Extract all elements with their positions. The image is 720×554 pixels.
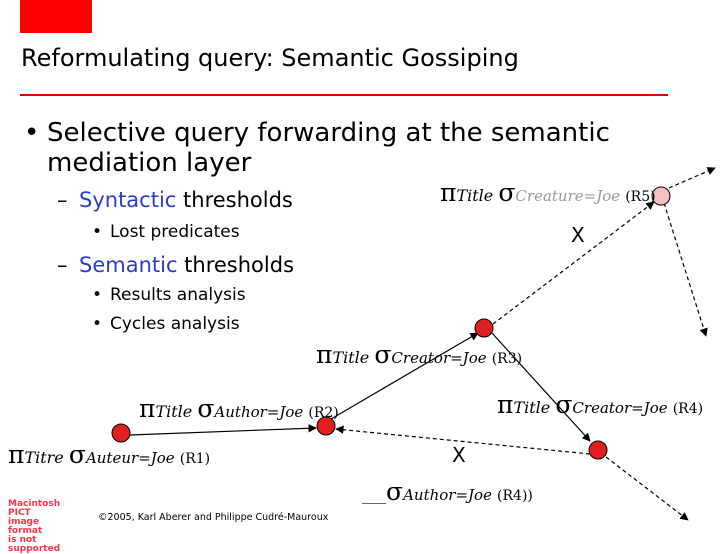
projection: Titre: [24, 448, 64, 467]
query-r5: πTitle σCreature=Joe (R5): [440, 178, 656, 207]
sigma-symbol: σ: [555, 390, 573, 419]
pict-placeholder-image: Macintosh PICT image format is not suppo…: [8, 499, 61, 554]
projection: Title: [155, 402, 193, 421]
title-accent-block: [20, 0, 92, 33]
edge-r5-out: [668, 167, 716, 189]
sub-sub-bullet-dot: •: [92, 314, 103, 334]
pi-symbol: π: [8, 440, 25, 469]
sub-sub-bullet-dot: •: [92, 222, 103, 242]
condition: Author=Joe: [214, 403, 304, 421]
condition: Creator=Joe: [391, 349, 487, 367]
lost-predicates-item: Lost predicates: [110, 222, 240, 242]
pi-symbol: π: [139, 394, 156, 423]
main-bullet-line2: mediation layer: [47, 148, 252, 178]
query-label: (R4)): [497, 488, 533, 504]
main-bullet-dot: •: [24, 118, 40, 148]
query-r1: πTitre σAuteur=Joe (R1): [8, 440, 210, 469]
syntactic-thresholds: Syntactic thresholds: [79, 188, 293, 212]
sigma-symbol: σ: [197, 394, 215, 423]
sub-sub-bullet-dot: •: [92, 285, 103, 305]
sigma-symbol: σ: [68, 440, 86, 469]
query-r4-reformulated: ___σAuthor=Joe (R4)): [362, 477, 533, 506]
query-r3: πTitle σCreator=Joe (R3): [316, 340, 522, 369]
query-label: (R4): [672, 401, 704, 417]
query-label: (R3): [491, 351, 523, 367]
node-r3: [474, 318, 494, 338]
pi-symbol: π: [497, 390, 514, 419]
edge-r4-r2: [335, 425, 591, 455]
node-r2: [316, 416, 336, 436]
copyright-footer: ©2005, Karl Aberer and Philippe Cudré-Ma…: [98, 512, 329, 523]
semantic-thresholds: Semantic thresholds: [79, 253, 294, 277]
semantic-rest: thresholds: [177, 253, 295, 277]
sub-bullet-dash: –: [57, 253, 68, 277]
edge-r1-r2: [129, 424, 317, 436]
results-analysis-item: Results analysis: [110, 285, 246, 305]
syntactic-word: Syntactic: [79, 188, 177, 212]
cross-mark-r5: X: [571, 223, 585, 247]
title-underline: [20, 94, 668, 96]
sigma-symbol: σ: [386, 477, 404, 506]
node-r4: [588, 440, 608, 460]
query-r2: πTitle σAuthor=Joe (R2): [139, 394, 339, 423]
edge-r2-r3: [330, 332, 479, 420]
semantic-word: Semantic: [79, 253, 178, 277]
main-bullet-line1: Selective query forwarding at the semant…: [47, 118, 610, 148]
edge-r4-out: [605, 456, 689, 521]
slide-title: Reformulating query: Semantic Gossiping: [21, 44, 519, 72]
query-label: (R1): [179, 451, 211, 467]
pi-symbol: π: [440, 178, 457, 207]
query-label: (R5): [625, 189, 656, 205]
empty-projection: ___: [362, 485, 386, 504]
edge-r3-r5: [492, 201, 655, 325]
condition: Auteur=Joe: [85, 449, 175, 467]
projection: Title: [332, 348, 370, 367]
sigma-symbol: σ: [374, 340, 392, 369]
node-r5: [651, 186, 671, 206]
projection: Title: [456, 186, 494, 205]
query-label: (R2): [308, 405, 339, 421]
query-r4: πTitle σCreator=Joe (R4): [497, 390, 703, 419]
projection: Title: [513, 398, 551, 417]
gossip-diagram: X X: [111, 167, 716, 521]
syntactic-rest: thresholds: [176, 188, 293, 212]
sub-bullet-dash: –: [57, 188, 68, 212]
edge-r5-down: [663, 202, 708, 337]
condition: Creator=Joe: [572, 399, 668, 417]
condition: Creature=Joe: [515, 187, 621, 205]
edge-r3-r4: [491, 332, 591, 442]
cross-mark-r4: X: [452, 443, 466, 467]
node-r1: [111, 423, 131, 443]
condition: Author=Joe: [403, 486, 492, 504]
sigma-symbol: σ: [498, 178, 516, 207]
pi-symbol: π: [316, 340, 333, 369]
cycles-analysis-item: Cycles analysis: [110, 314, 240, 334]
